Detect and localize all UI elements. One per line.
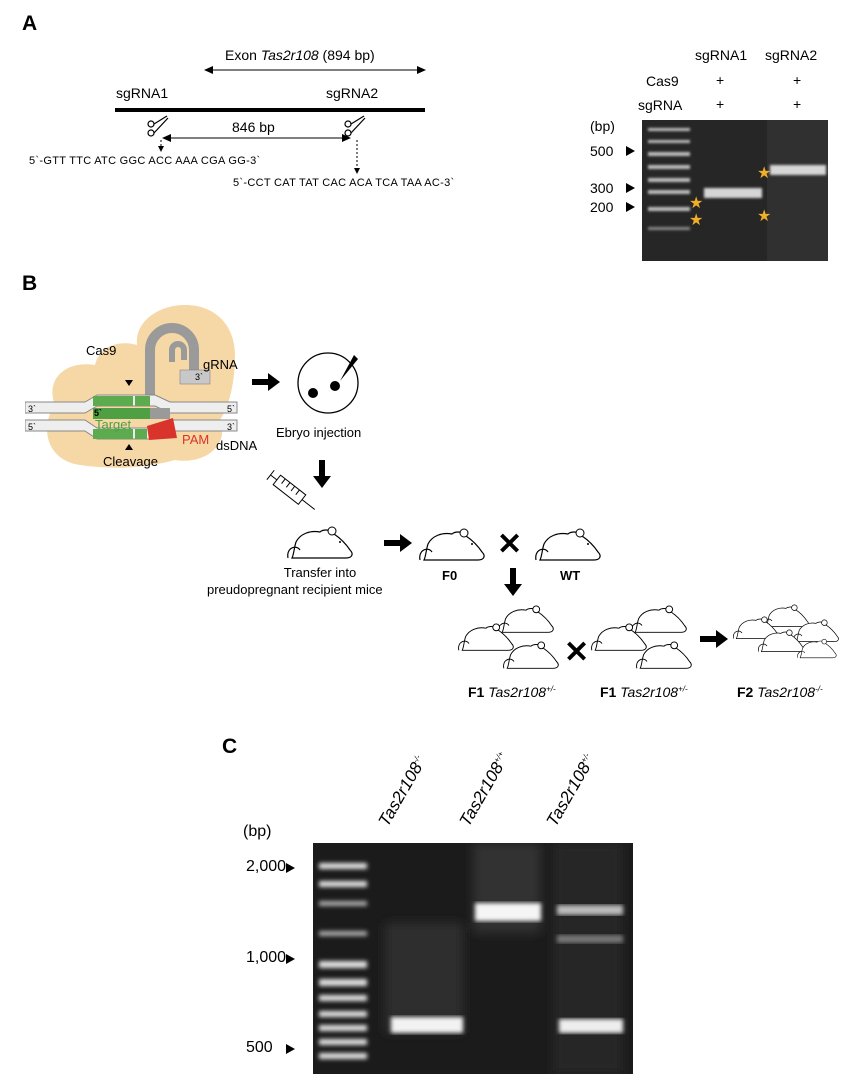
star-icon: ★ — [757, 165, 772, 182]
arrow-right-icon — [384, 534, 412, 552]
sgrna2-label: sgRNA2 — [326, 85, 379, 101]
plus-sign: + — [793, 72, 802, 88]
gel-a-row-cas9: Cas9 — [646, 73, 679, 89]
injection-label: Ebryo injection — [276, 425, 362, 440]
marker-arrow-icon — [626, 146, 635, 156]
dna-top-5prime-right: 5` — [227, 404, 236, 414]
recipient-mouse-icon — [287, 526, 353, 559]
grna-label: gRNA — [203, 357, 238, 372]
wt-label: WT — [560, 568, 581, 583]
gel-a-marker-200: 200 — [590, 199, 614, 215]
lane-label-wildtype: Tas2r108+/+ — [455, 749, 508, 830]
star-icon: ★ — [689, 212, 704, 229]
panel-b-label: B — [22, 272, 38, 295]
gel-c-marker-500: 500 — [246, 1039, 273, 1056]
arrow-down-icon — [504, 568, 522, 596]
arrow-down-icon — [313, 460, 331, 488]
arrow-right-icon — [700, 630, 728, 648]
f1a-label: F1 Tas2r108+/- — [468, 684, 556, 700]
f1-mouse-group — [591, 605, 692, 669]
syringe-icon — [266, 469, 315, 510]
gel-c-marker-1000: 1,000 — [246, 949, 287, 966]
cross-icon: ✕ — [497, 528, 523, 561]
gel-a-marker-300: 300 — [590, 180, 614, 196]
transfer-line1: Transfer into — [283, 565, 357, 580]
f1b-label: F1 Tas2r108+/- — [600, 684, 688, 700]
gel-a-bp-unit: (bp) — [590, 118, 615, 134]
scissors-icon — [344, 115, 366, 137]
cleavage-label: Cleavage — [103, 454, 158, 469]
cas9-label: Cas9 — [86, 343, 117, 358]
arrow-right-icon — [252, 373, 280, 391]
sgrna1-sequence: 5`-GTT TTC ATC GGC ACC AAA CGA GG-3` — [29, 155, 261, 167]
plus-sign: + — [716, 72, 725, 88]
transfer-line2: preudopregnant recipient mice — [207, 582, 383, 597]
distance-label: 846 bp — [232, 119, 275, 135]
gel-a-marker-500: 500 — [590, 143, 614, 159]
gel-a-row-sgrna: sgRNA — [638, 97, 683, 113]
gel-a-image — [642, 120, 828, 261]
dna-bottom-3prime-right: 3` — [227, 422, 236, 432]
panel-c-label: C — [222, 735, 238, 758]
dna-top-3prime: 3` — [28, 404, 37, 414]
f1-mouse-group — [458, 605, 559, 669]
sgrna1-label: sgRNA1 — [116, 85, 169, 101]
scissors-icon — [147, 115, 169, 137]
f0-mouse-icon — [419, 528, 485, 561]
gel-a-col2-label: sgRNA2 — [765, 47, 818, 63]
exon-label: Exon Tas2r108 (894 bp) — [225, 47, 375, 63]
gel-c-marker-2000: 2,000 — [246, 858, 287, 875]
plus-sign: + — [793, 96, 802, 112]
cas9-complex-diagram — [25, 305, 238, 468]
lane-label-heterozygous: Tas2r108+/- — [542, 751, 595, 830]
pam-label: PAM — [182, 432, 210, 447]
target-label: Target — [95, 417, 132, 432]
marker-arrow-icon — [286, 863, 295, 873]
gel-c-bp-unit: (bp) — [243, 823, 272, 840]
f2-label: F2 Tas2r108-/- — [737, 684, 823, 700]
gel-a-col1-label: sgRNA1 — [695, 47, 748, 63]
marker-arrow-icon — [626, 183, 635, 193]
plus-sign: + — [716, 96, 725, 112]
grna-5prime-label: 5` — [94, 408, 103, 418]
marker-arrow-icon — [626, 202, 635, 212]
star-icon: ★ — [757, 208, 772, 225]
sgrna2-sequence: 5`-CCT CAT TAT CAC ACA TCA TAA AC-3` — [233, 177, 455, 189]
exon-diagram — [115, 66, 426, 174]
embryo-icon — [297, 352, 359, 414]
f0-label: F0 — [442, 568, 458, 583]
dna-bottom-5prime: 5` — [28, 422, 37, 432]
dsdna-label: dsDNA — [216, 438, 258, 453]
marker-arrow-icon — [286, 1044, 295, 1054]
cross-icon: ✕ — [564, 636, 590, 669]
marker-arrow-icon — [286, 954, 295, 964]
star-icon: ★ — [689, 195, 704, 212]
lane-label-knockout: Tas2r108-/- — [374, 753, 427, 830]
grna-3prime-label: 3` — [195, 372, 204, 382]
gel-c-image — [313, 843, 633, 1074]
panel-a-label: A — [22, 12, 38, 35]
wt-mouse-icon — [535, 528, 601, 561]
f2-mouse-group — [733, 604, 839, 659]
